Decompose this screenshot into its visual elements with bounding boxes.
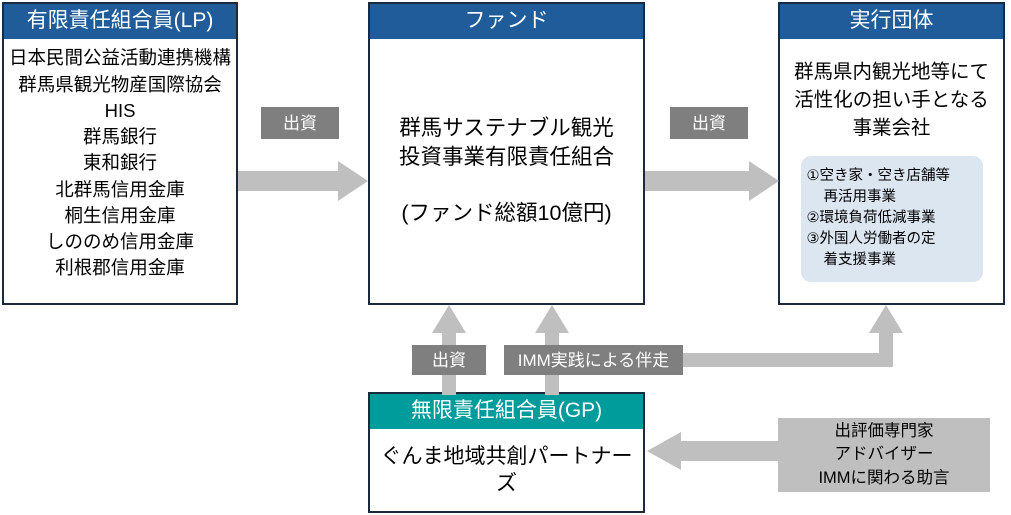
list-item: 再活用事業 <box>823 189 897 206</box>
lp-member-list: 日本民間公益活動連携機構 群馬県観光物産国際協会 HIS 群馬銀行 東和銀行 北… <box>4 39 236 303</box>
advisor-line1: 出評価専門家 <box>834 421 934 440</box>
executor-desc-line1: 群馬県内観光地等にて <box>793 61 989 84</box>
arrow-fund-to-executor <box>645 160 781 202</box>
fund-body: 群馬サステナブル観光 投資事業有限責任組合 (ファンド総額10億円) <box>370 39 643 303</box>
fund-name-line1: 群馬サステナブル観光 <box>399 115 614 140</box>
list-item: 桐生信用金庫 <box>64 204 176 226</box>
gp-header: 無限責任組合員(GP) <box>370 394 643 430</box>
lp-box: 有限責任組合員(LP) 日本民間公益活動連携機構 群馬県観光物産国際協会 HIS… <box>2 2 238 305</box>
list-item: HIS <box>104 99 136 121</box>
list-item: 着支援事業 <box>823 252 897 269</box>
advisor-box: 出評価専門家 アドバイザー IMMに関わる助言 <box>778 418 990 492</box>
list-item: 利根郡信用金庫 <box>55 257 185 279</box>
gp-box: 無限責任組合員(GP) ぐんま地域共創パートナーズ <box>368 392 645 513</box>
list-item: ③外国人労働者の定 <box>806 231 936 248</box>
label-gp-to-executor: IMM実践による伴走 <box>504 345 683 375</box>
gp-name: ぐんま地域共創パートナーズ <box>380 444 633 496</box>
executor-body: 群馬県内観光地等にて 活性化の担い手となる 事業会社 ①空き家・空き店舗等 再活… <box>780 39 1003 303</box>
list-item: 北群馬信用金庫 <box>55 178 185 200</box>
advisor-line3: IMMに関わる助言 <box>818 468 950 487</box>
arrow-lp-to-fund <box>238 160 370 202</box>
label-gp-to-fund: 出資 <box>412 345 486 375</box>
list-item: 群馬県観光物産国際協会 <box>18 73 222 95</box>
advisor-line2: アドバイザー <box>834 445 934 464</box>
gp-body: ぐんま地域共創パートナーズ <box>370 429 643 511</box>
lp-header: 有限責任組合員(LP) <box>4 4 236 40</box>
list-item: 日本民間公益活動連携機構 <box>8 47 231 69</box>
executor-desc-line3: 事業会社 <box>852 116 931 139</box>
arrow-advisor-to-gp <box>645 432 781 472</box>
arrow-imm-to-executor <box>683 305 923 370</box>
list-item: ②環境負荷低減事業 <box>806 210 936 227</box>
fund-box: ファンド 群馬サステナブル観光 投資事業有限責任組合 (ファンド総額10億円) <box>368 2 645 305</box>
executor-project-panel: ①空き家・空き店舗等 再活用事業 ②環境負荷低減事業 ③外国人労働者の定 着支援… <box>800 156 983 283</box>
list-item: しののめ信用金庫 <box>45 231 194 253</box>
fund-header: ファンド <box>370 4 643 40</box>
fund-total-amount: (ファンド総額10億円) <box>401 200 612 225</box>
list-item: 東和銀行 <box>82 152 157 174</box>
list-item: ①空き家・空き店舗等 <box>806 168 951 185</box>
executor-header: 実行団体 <box>780 4 1003 40</box>
executor-box: 実行団体 群馬県内観光地等にて 活性化の担い手となる 事業会社 ①空き家・空き店… <box>778 2 1005 305</box>
label-fund-to-executor: 出資 <box>670 107 748 139</box>
executor-desc-line2: 活性化の担い手となる <box>794 88 989 111</box>
list-item: 群馬銀行 <box>82 126 157 148</box>
label-lp-to-fund: 出資 <box>261 107 339 139</box>
fund-name-line2: 投資事業有限責任組合 <box>398 145 614 170</box>
